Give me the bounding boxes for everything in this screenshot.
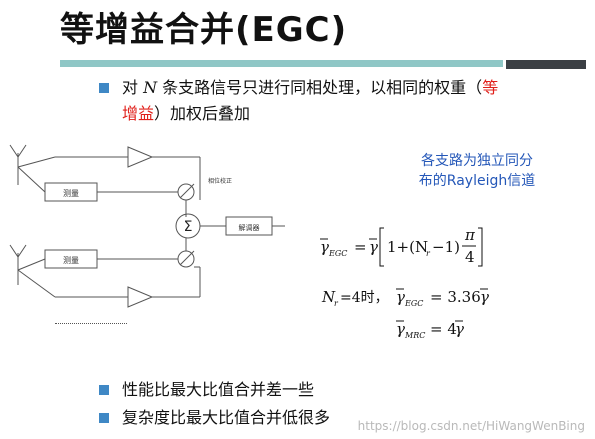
equals: =: [354, 238, 367, 256]
condition-text: =4时，: [340, 290, 389, 306]
highlight-text: 等: [482, 78, 499, 97]
highlight-text: 增益: [122, 104, 155, 123]
bullet-top-line1: 对 N 条支路信号只进行同相处理，以相同的权重（等: [122, 75, 498, 101]
note-line: 各支路为独立同分: [421, 153, 533, 169]
title-accent-bar: [506, 60, 586, 69]
sum-symbol: Σ: [184, 219, 193, 235]
gamma: γ: [369, 238, 378, 256]
bullet-bottom-2: 复杂度比最大比值合并低很多: [122, 408, 331, 427]
dotted-divider: [55, 323, 127, 324]
watermark-text: https://blog.csdn.net/HiWangWenBing: [357, 419, 585, 433]
amplifier-icon: [127, 286, 154, 308]
antenna-icon: [9, 244, 27, 285]
text-segment: 对: [122, 78, 144, 97]
gamma: γ: [455, 320, 464, 338]
measure-label-bottom: 测量: [63, 256, 79, 265]
antenna-icon: [9, 144, 27, 185]
text-segment: 条支路信号只进行同相处理，以相同的权重（: [157, 78, 483, 97]
bullet-bottom-1: 性能比最大比值合并差一些: [122, 380, 315, 399]
subscript: MRC: [404, 331, 425, 340]
value-text: = 4: [430, 320, 457, 338]
amplifier-icon: [127, 146, 154, 168]
title-underline-bar: [60, 60, 503, 67]
formula-body: 1+(N: [387, 238, 428, 256]
subscript: r: [334, 299, 339, 308]
bullet-marker: [99, 385, 109, 395]
text-segment: ）加权后叠加: [154, 104, 251, 123]
demodulator-label: 解调器: [239, 223, 260, 232]
note-line: 布的Rayleigh信道: [418, 173, 536, 189]
channel-note: 各支路为独立同分 布的Rayleigh信道: [387, 151, 567, 191]
subscript: EGC: [404, 299, 423, 308]
gamma-egc: γ: [320, 238, 329, 256]
fraction-denominator: 4: [465, 248, 475, 266]
bullet-top-line2: 增益）加权后叠加: [122, 101, 250, 127]
bullet-marker: [99, 413, 109, 423]
fraction-numerator: π: [464, 226, 476, 244]
value-text: = 3.36: [430, 288, 481, 306]
formula-tail: −1): [432, 238, 460, 256]
gamma: γ: [480, 288, 489, 306]
phase-correction-label: 相位校正: [208, 177, 232, 185]
subscript: EGC: [328, 249, 347, 258]
subscript: r: [426, 249, 431, 258]
var-n: N: [321, 288, 336, 306]
variable-n: N: [143, 78, 158, 97]
gamma-egc: γ: [396, 288, 405, 306]
bullet-marker: [99, 83, 109, 93]
gamma-mrc: γ: [396, 320, 405, 338]
egc-block-diagram: 测量 测量 相位校正 Σ 解调器: [9, 144, 285, 308]
egc-formulas: γ EGC = γ 1+(N r −1) π 4 N r =4时， γ EGC …: [320, 226, 489, 340]
page-title: 等增益合并(EGC): [60, 10, 348, 50]
measure-label-top: 测量: [63, 189, 79, 198]
